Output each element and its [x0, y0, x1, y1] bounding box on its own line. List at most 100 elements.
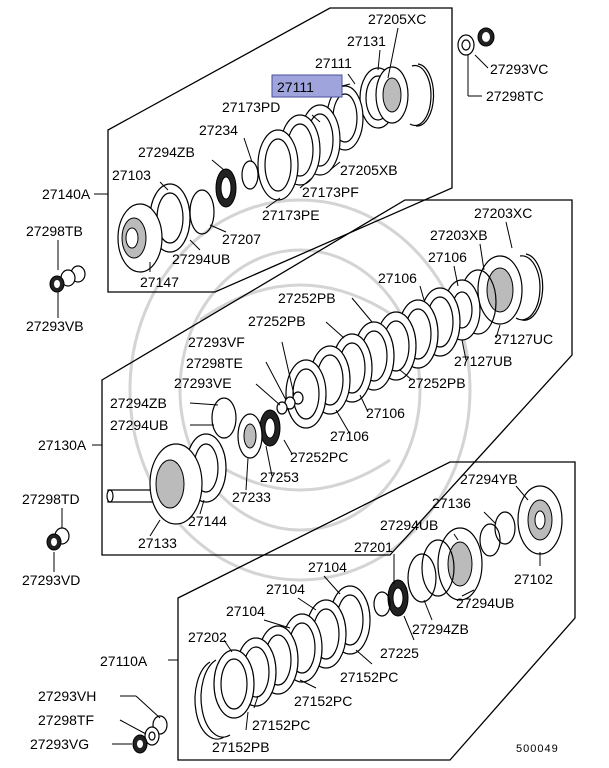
label-27152PC-c[interactable]: 27152PC	[252, 717, 310, 733]
label-27127UB[interactable]: 27127UB	[454, 353, 512, 369]
group-frame-27110A	[177, 461, 576, 761]
label-27252PB-b[interactable]: 27252PB	[248, 313, 306, 329]
label-27104-c[interactable]: 27104	[226, 603, 265, 619]
label-27252PC-a[interactable]: 27252PC	[290, 449, 348, 465]
label-27293VG[interactable]: 27293VG	[30, 736, 89, 752]
label-27104-a[interactable]: 27104	[308, 559, 347, 575]
label-27133[interactable]: 27133	[138, 535, 177, 551]
label-27294ZB-b[interactable]: 27294ZB	[110, 395, 167, 411]
label-27202[interactable]: 27202	[188, 629, 227, 645]
label-27106-d[interactable]: 27106	[330, 428, 369, 444]
part-27294UB-seal-ring[interactable]	[211, 397, 237, 439]
label-27152PB[interactable]: 27152PB	[212, 739, 270, 755]
label-27111[interactable]: 27111	[315, 55, 352, 71]
label-27111-highlighted[interactable]: 27111	[277, 79, 314, 95]
label-27294UB-d[interactable]: 27294UB	[456, 595, 514, 611]
part-27147-clutch-drum[interactable]	[117, 203, 163, 273]
part-27294ZB-needle-bearing[interactable]	[215, 168, 237, 208]
label-27203XC[interactable]: 27203XC	[474, 205, 532, 221]
part-27201-snap-ring[interactable]	[373, 591, 391, 617]
label-27294UB-b[interactable]: 27294UB	[110, 417, 168, 433]
part-27127UC-clutch-hub[interactable]	[477, 255, 523, 325]
label-27110A[interactable]: 27110A	[100, 653, 148, 669]
label-27173PF[interactable]: 27173PF	[302, 184, 359, 200]
label-27234[interactable]: 27234	[199, 122, 238, 138]
label-27173PE[interactable]: 27173PE	[262, 207, 320, 223]
label-27225[interactable]: 27225	[380, 645, 419, 661]
part-27225-return-spring[interactable]	[387, 579, 409, 617]
label-27203XB[interactable]: 27203XB	[430, 227, 488, 243]
label-27152PC-a[interactable]: 27152PC	[340, 669, 398, 685]
part-27253-needle-bearing[interactable]	[259, 409, 281, 447]
label-27294ZB-c[interactable]: 27294ZB	[412, 621, 469, 637]
leader-lines-top	[57, 27, 489, 318]
label-27252PB-a[interactable]: 27252PB	[278, 290, 336, 306]
part-27298TF-bearing[interactable]	[144, 726, 160, 746]
label-27103[interactable]: 27103	[112, 167, 151, 183]
part-27298TB-bearing[interactable]	[60, 265, 86, 287]
label-27173PD[interactable]: 27173PD	[222, 99, 280, 115]
label-27152PC-b[interactable]: 27152PC	[294, 693, 352, 709]
label-27127UC[interactable]: 27127UC	[494, 331, 553, 347]
label-27205XC[interactable]: 27205XC	[368, 11, 426, 27]
part-27234-spring[interactable]	[241, 160, 259, 190]
label-27253[interactable]: 27253	[260, 469, 299, 485]
label-27293VH[interactable]: 27293VH	[38, 688, 96, 704]
label-27106-a[interactable]: 27106	[428, 249, 467, 265]
label-27106-c[interactable]: 27106	[366, 405, 405, 421]
part-27233-spring-retainer[interactable]	[237, 413, 263, 459]
label-27252PB-c[interactable]: 27252PB	[408, 375, 466, 391]
label-27294YB[interactable]: 27294YB	[460, 471, 518, 487]
label-27207[interactable]: 27207	[222, 231, 261, 247]
group-frame-27140A	[107, 7, 453, 293]
part-27152PB-clutch-disc[interactable]	[213, 649, 255, 719]
part-27131-retainer[interactable]	[375, 66, 409, 124]
label-27205XB[interactable]: 27205XB	[340, 162, 398, 178]
label-27293VF[interactable]: 27293VF	[188, 334, 245, 350]
label-27144[interactable]: 27144	[188, 513, 227, 529]
part-27203XC-snap-ring[interactable]	[515, 253, 544, 321]
part-27205XC-snap-ring[interactable]	[409, 63, 435, 127]
part-27133-input-shaft-drum[interactable]	[106, 443, 203, 525]
label-27294UB[interactable]: 27294UB	[172, 251, 230, 267]
label-27131[interactable]: 27131	[347, 33, 386, 49]
label-27298TC[interactable]: 27298TC	[486, 88, 544, 104]
label-27294ZB[interactable]: 27294ZB	[138, 144, 195, 160]
group-frame-27130A	[101, 199, 573, 556]
label-27147[interactable]: 27147	[140, 274, 179, 290]
part-27293VC-washer[interactable]	[477, 27, 495, 47]
label-27293VE[interactable]: 27293VE	[174, 375, 232, 391]
part-27293VB-washer[interactable]	[49, 275, 65, 293]
part-27102-clutch-drum[interactable]	[517, 485, 563, 555]
part-27293VG-washer[interactable]	[132, 734, 148, 754]
label-27136[interactable]: 27136	[432, 495, 471, 511]
label-27106-b[interactable]: 27106	[378, 270, 417, 286]
part-27202-snap-ring[interactable]	[194, 659, 231, 740]
part-27136-piston[interactable]	[437, 527, 483, 601]
leader-lines-bottom	[112, 485, 541, 745]
part-27298TC-bearing[interactable]	[457, 34, 475, 56]
diagram-id: 500049	[516, 743, 559, 755]
label-27293VC[interactable]: 27293VC	[490, 61, 548, 77]
label-27233[interactable]: 27233	[232, 489, 271, 505]
label-27102[interactable]: 27102	[514, 571, 553, 587]
label-27298TE[interactable]: 27298TE	[186, 355, 243, 371]
label-27201[interactable]: 27201	[354, 539, 393, 555]
watermark-emblem	[128, 198, 472, 582]
label-27130A[interactable]: 27130A	[38, 437, 87, 453]
part-27252PC-clutch-disc[interactable]	[285, 359, 327, 429]
part-27293VD-washer[interactable]	[46, 533, 62, 551]
part-27173PE-clutch-plate[interactable]	[257, 129, 299, 201]
label-27298TD[interactable]: 27298TD	[22, 491, 80, 507]
label-27104-b[interactable]: 27104	[266, 581, 305, 597]
label-27293VD[interactable]: 27293VD	[22, 572, 80, 588]
label-27294UB-c[interactable]: 27294UB	[380, 517, 438, 533]
label-27298TB[interactable]: 27298TB	[26, 223, 83, 239]
label-27293VB[interactable]: 27293VB	[26, 318, 84, 334]
label-27140A[interactable]: 27140A	[42, 186, 91, 202]
part-27294UB-seals[interactable]	[407, 539, 455, 603]
part-27294YB-thrust-bearing[interactable]	[479, 511, 516, 557]
part-27207-seal-ring[interactable]	[189, 189, 215, 235]
label-27298TF[interactable]: 27298TF	[38, 712, 94, 728]
